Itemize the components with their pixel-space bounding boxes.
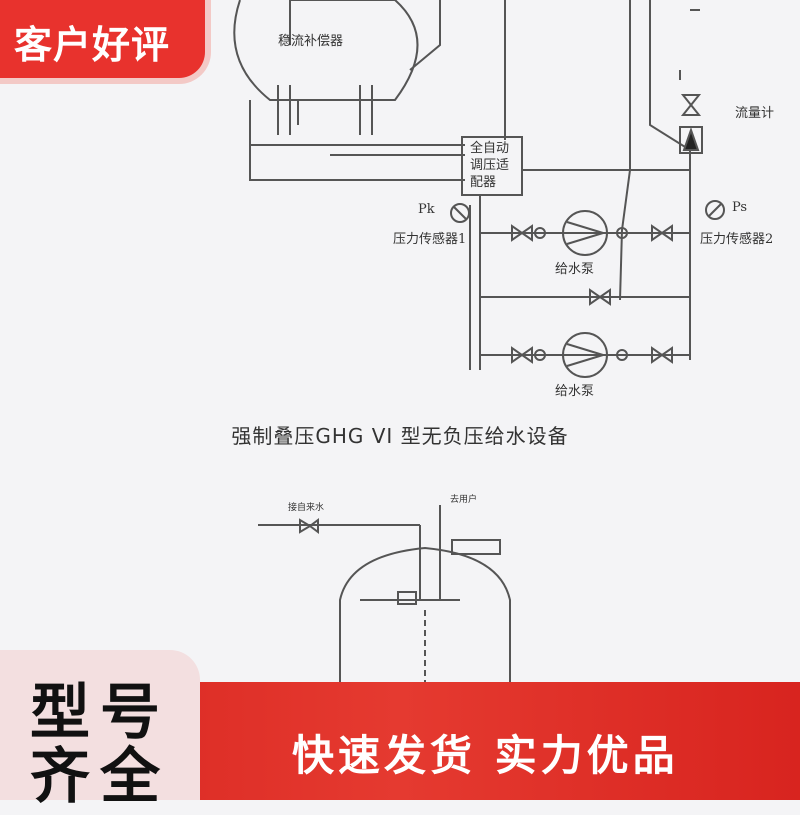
controller-label-line3: 配器: [470, 175, 497, 190]
bottom-slogan: 快速发货 实力优品: [292, 731, 679, 780]
top-left-badge: 客户好评: [0, 0, 205, 78]
outlet-label: 去用户: [450, 495, 478, 505]
pressure-gauge-2: [705, 200, 725, 220]
diagram-title: 强制叠压GHG VI 型无负压给水设备: [231, 424, 569, 448]
water-tank: [339, 546, 511, 682]
ps-label: Ps: [732, 200, 748, 215]
pump-2: [562, 332, 608, 378]
pump2-label: 给水泵: [555, 384, 595, 399]
sensor2-label: 压力传感器2: [700, 232, 774, 247]
pump1-label: 给水泵: [555, 262, 595, 277]
bottom-left-badge: 型号 齐全: [0, 650, 200, 812]
top-left-badge-text: 客户好评: [14, 23, 171, 67]
pk-label: Pk: [418, 202, 435, 217]
pressure-gauge-1: [450, 203, 470, 223]
inlet-label: 接自来水: [288, 503, 325, 513]
compensator-tank: [233, 0, 419, 101]
flowmeter-label: 流量计: [735, 106, 775, 121]
bottom-left-line2: 齐全: [30, 742, 170, 812]
compensator-label: 稳流补偿器: [278, 34, 344, 49]
controller-label-line2: 调压适: [470, 158, 510, 173]
controller-label: 全自动 调压适 配器: [470, 140, 509, 191]
pump-1: [562, 210, 608, 256]
controller-label-line1: 全自动: [470, 141, 510, 156]
bottom-left-line1: 型号: [30, 678, 170, 748]
sensor1-label: 压力传感器1: [393, 232, 467, 247]
controller-box: [461, 136, 523, 196]
